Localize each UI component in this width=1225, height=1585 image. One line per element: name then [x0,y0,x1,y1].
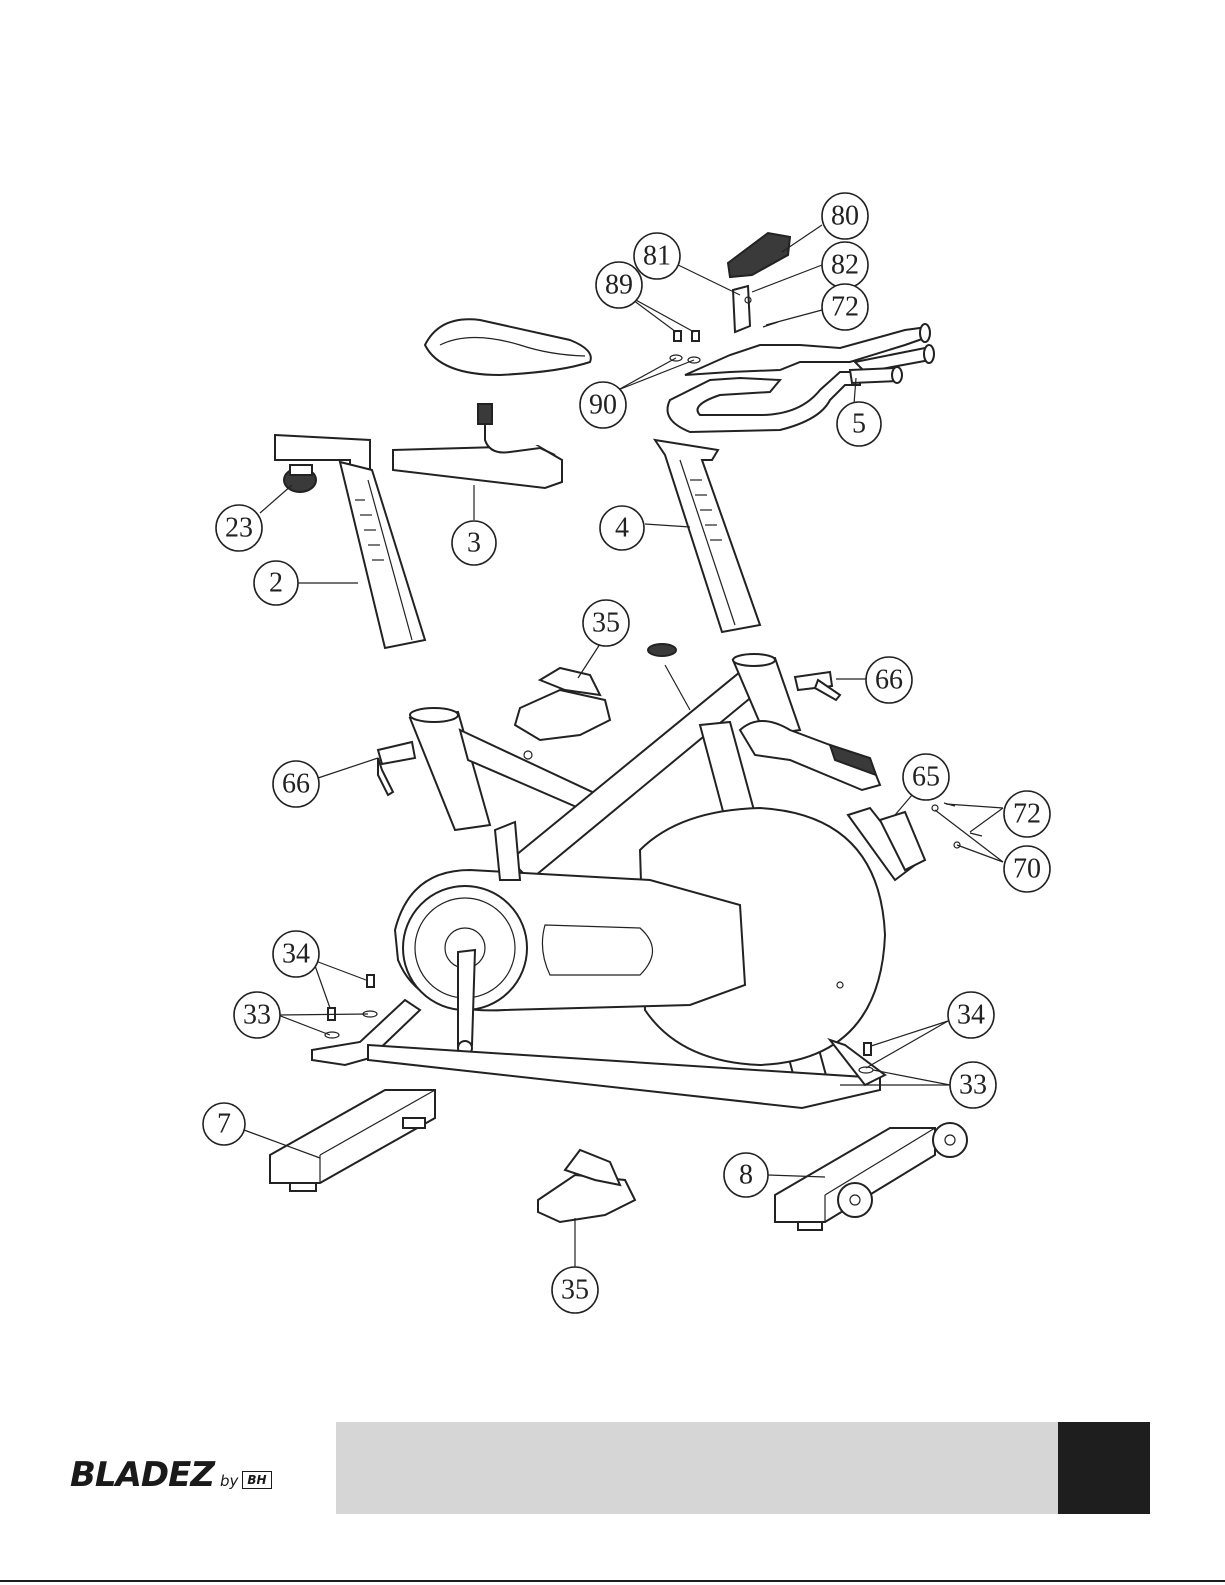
svg-text:35: 35 [561,1275,589,1306]
seat-part [425,319,591,375]
bottom-rule [0,1580,1225,1582]
footer-bar [336,1422,1058,1514]
svg-text:35: 35 [592,608,620,639]
svg-text:33: 33 [243,1000,271,1031]
seat-slider-part [393,404,562,488]
svg-text:66: 66 [875,665,903,696]
svg-text:65: 65 [912,762,940,793]
callout-65: 65 [903,754,949,800]
bh-logo-badge: BH [242,1471,271,1489]
callout-3: 3 [452,521,496,565]
handlebar-post-part [655,440,760,632]
screws-part [932,803,982,848]
svg-text:34: 34 [282,939,310,970]
svg-text:3: 3 [467,528,481,559]
brand-logo: BLADEZ by BH [70,1452,272,1492]
svg-text:70: 70 [1013,854,1041,885]
callout-23: 23 [216,505,262,551]
callout-72-right: 72 [1004,791,1050,837]
svg-text:72: 72 [831,292,859,323]
callout-35-bottom: 35 [552,1267,598,1313]
page-number-box [1058,1422,1150,1514]
brand-by: by [220,1472,238,1490]
callout-2: 2 [254,561,298,605]
callout-80: 80 [822,193,868,239]
callout-5: 5 [837,402,881,446]
svg-text:7: 7 [217,1109,231,1140]
callout-81: 81 [634,233,680,279]
callout-90: 90 [580,382,626,428]
console-part [728,233,790,332]
callout-35-top: 35 [583,600,629,646]
callout-8: 8 [724,1153,768,1197]
svg-text:89: 89 [605,270,633,301]
callout-34-left: 34 [273,931,319,977]
handlebar-part [668,324,935,432]
callout-89: 89 [596,262,642,308]
foot-bolts-left [325,975,377,1038]
callout-4: 4 [600,506,644,550]
svg-text:81: 81 [643,241,671,272]
callout-66-right: 66 [866,657,912,703]
svg-text:8: 8 [739,1160,753,1191]
callout-72-top: 72 [822,284,868,330]
svg-text:2: 2 [269,568,283,599]
svg-text:5: 5 [852,409,866,440]
callout-66-left: 66 [273,761,319,807]
svg-text:4: 4 [615,513,629,544]
svg-text:80: 80 [831,201,859,232]
callout-82: 82 [822,242,868,288]
svg-text:82: 82 [831,250,859,281]
callout-33-right: 33 [950,1062,996,1108]
callout-33-left: 33 [234,992,280,1038]
svg-text:34: 34 [957,1000,985,1031]
callout-34-right: 34 [948,992,994,1038]
callout-7: 7 [203,1103,245,1145]
svg-text:90: 90 [589,390,617,421]
pedal-part-lower [538,1150,635,1222]
svg-text:33: 33 [959,1070,987,1101]
svg-text:23: 23 [225,513,253,544]
svg-text:66: 66 [282,769,310,800]
rear-stabilizer-part [270,1090,435,1191]
brand-name: BLADEZ [70,1458,214,1492]
callout-70: 70 [1004,846,1050,892]
pedal-part [515,668,610,759]
svg-text:72: 72 [1013,799,1041,830]
